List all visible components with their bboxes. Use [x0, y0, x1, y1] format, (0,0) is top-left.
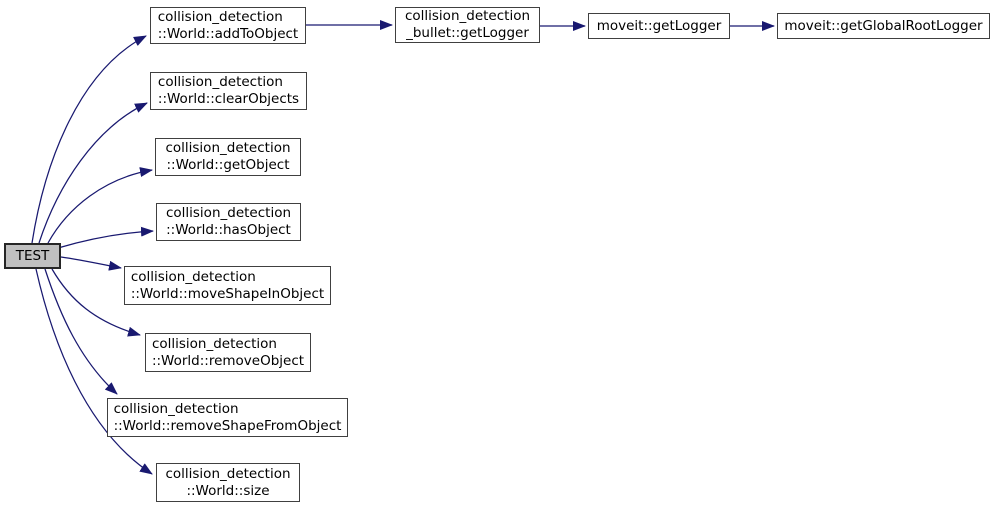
node-label: TEST — [15, 247, 50, 264]
node-label-line2: ::World::clearObjects — [157, 91, 300, 107]
node-label-line2: ::World::addToObject — [157, 25, 299, 42]
node-label: moveit::getLogger — [596, 17, 722, 34]
node-label-line1: collision_detection — [404, 8, 531, 24]
node-world-moveshapeinobject[interactable]: collision_detection ::World::moveShapeIn… — [124, 266, 331, 305]
node-label-line1: collision_detection — [165, 465, 291, 482]
node-bullet-getlogger[interactable]: collision_detection _bullet::getLogger — [395, 7, 540, 43]
node-label-line2: ::World::getObject — [166, 157, 290, 173]
edge-test-getobject — [47, 167, 153, 244]
edge-test-hasobject — [57, 226, 154, 249]
node-world-clearobjects[interactable]: collision_detection ::World::clearObject… — [150, 72, 307, 110]
node-label-line2: ::World::removeObject — [151, 352, 305, 369]
node-world-removeobject[interactable]: collision_detection ::World::removeObjec… — [145, 333, 311, 372]
node-world-hasobject[interactable]: collision_detection ::World::hasObject — [156, 203, 301, 241]
node-label-line1: collision_detection — [157, 74, 283, 90]
node-label-line2: ::World::hasObject — [166, 222, 291, 238]
node-label-line2: _bullet::getLogger — [406, 25, 529, 41]
node-world-getobject[interactable]: collision_detection ::World::getObject — [155, 138, 301, 176]
node-moveit-getglobalrootlogger[interactable]: moveit::getGlobalRootLogger — [777, 13, 990, 39]
node-moveit-getlogger[interactable]: moveit::getLogger — [588, 13, 730, 39]
node-label-line1: collision_detection — [165, 205, 292, 221]
edge-test-moveshapeinobject — [60, 256, 122, 271]
edge-test-addtoobject — [31, 35, 147, 244]
node-label: moveit::getGlobalRootLogger — [784, 17, 983, 34]
node-label-line1: collision_detection — [113, 400, 239, 417]
node-world-size[interactable]: collision_detection ::World::size — [156, 463, 300, 502]
edge-test-removeobject — [51, 268, 141, 337]
edge-test-size — [35, 268, 153, 475]
node-label-line1: collision_detection — [165, 140, 291, 156]
node-label-line1: collision_detection — [157, 8, 283, 25]
edge-test-removeshapefromobject — [44, 268, 118, 395]
node-world-removeshapefromobject[interactable]: collision_detection ::World::removeShape… — [107, 398, 348, 437]
edge-test-clearobjects — [38, 102, 148, 244]
node-label-line1: collision_detection — [130, 268, 256, 285]
node-label-line2: ::World::moveShapeInObject — [130, 285, 325, 302]
node-label-line1: collision_detection — [151, 335, 277, 352]
node-label-line2: ::World::size — [186, 482, 270, 499]
node-label-line2: ::World::removeShapeFromObject — [113, 417, 342, 434]
node-world-addtoobject[interactable]: collision_detection ::World::addToObject — [150, 7, 306, 44]
node-test-root: TEST — [4, 243, 61, 269]
